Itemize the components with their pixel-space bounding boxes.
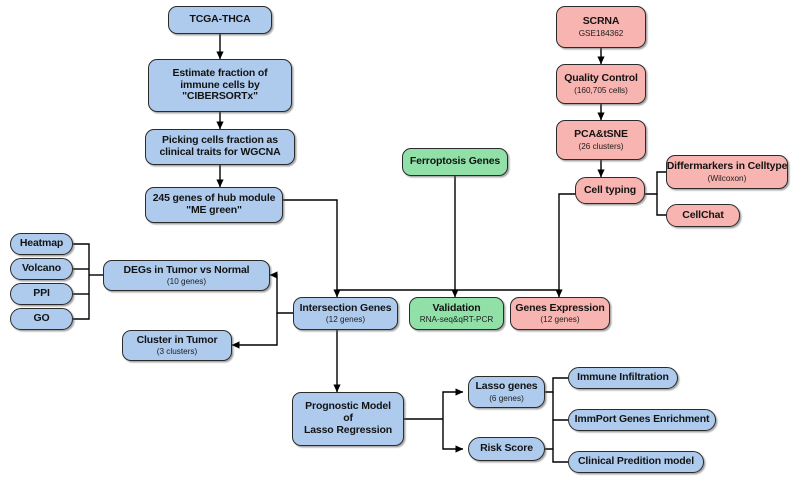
node-immport-genes-enrichment[interactable]: ImmPort Genes Enrichment: [568, 409, 716, 431]
node-go[interactable]: GO: [10, 308, 73, 330]
node-cellchat[interactable]: CellChat: [666, 204, 740, 227]
edge-celltyping-to-differmarkers: [645, 171, 666, 195]
node-label: Ferroptosis Genes: [409, 155, 501, 168]
node-label: Cell typing: [583, 183, 637, 196]
node-quality-control[interactable]: Quality Control (160,705 cells): [556, 64, 646, 104]
node-risk-score[interactable]: Risk Score: [468, 437, 545, 461]
node-label: TCGA-THCA: [189, 13, 251, 26]
node-label: Lasso genes: [475, 380, 538, 393]
edge-intersection-to-cluster: [231, 313, 278, 349]
edge-intersection-to-degs: [269, 271, 293, 314]
node-sublabel: (12 genes): [540, 315, 580, 325]
edge-celltyping-to-cellchat: [656, 194, 666, 216]
edge-riskscore-to-clinical: [552, 449, 568, 463]
node-label: 245 genes of hub module "ME green": [152, 192, 276, 216]
node-heatmap[interactable]: Heatmap: [10, 233, 73, 255]
node-sublabel: (160,705 cells): [574, 85, 628, 95]
node-label: Differmarkers in Celltype: [666, 160, 788, 173]
node-estimate-fraction[interactable]: Estimate fraction of immune cells by "CI…: [148, 59, 292, 112]
node-label: PCA&tSNE: [574, 128, 628, 141]
node-sublabel: (3 clusters): [156, 347, 198, 357]
node-picking-cells[interactable]: Picking cells fraction as clinical trait…: [145, 129, 295, 165]
edge-lasso-to-immport: [552, 392, 568, 421]
node-sublabel: (10 genes): [166, 277, 207, 287]
node-label: ImmPort Genes Enrichment: [574, 413, 710, 426]
edge-riskscore-to-immport: [545, 420, 554, 450]
node-label: Volcano: [21, 262, 61, 275]
edge-celltyping-to-genesexpr: [555, 193, 601, 298]
node-label: Immune Infiltration: [577, 371, 669, 384]
node-label: Intersection Genes: [299, 301, 392, 314]
node-label: CellChat: [682, 208, 724, 221]
edge-prognostic-to-riskscore: [442, 419, 464, 453]
node-sublabel: (12 genes): [325, 315, 366, 325]
node-clinical-predition-model[interactable]: Clinical Predition model: [568, 451, 704, 473]
node-differmarkers[interactable]: Differmarkers in Celltype (Wilcoxon): [666, 155, 788, 189]
node-label: Prognostic Model of Lasso Regression: [303, 400, 393, 436]
node-sublabel: (Wilcoxon): [707, 173, 747, 183]
node-label: Heatmap: [19, 237, 64, 250]
node-sublabel: GSE184362: [578, 28, 624, 38]
node-label: Genes Expression: [515, 301, 605, 314]
node-pca-tsne[interactable]: PCA&tSNE (26 clusters): [556, 120, 646, 160]
node-cluster-in-tumor[interactable]: Cluster in Tumor (3 clusters): [122, 330, 232, 361]
node-sublabel: RNA-seq&qRT-PCR: [419, 315, 494, 325]
node-sublabel: (26 clusters): [578, 141, 624, 151]
node-genes-expression[interactable]: Genes Expression (12 genes): [510, 297, 610, 330]
node-lasso-genes[interactable]: Lasso genes (6 genes): [468, 376, 545, 408]
node-label: GO: [33, 312, 50, 325]
node-intersection-genes[interactable]: Intersection Genes (12 genes): [293, 297, 398, 330]
node-cell-typing[interactable]: Cell typing: [575, 177, 645, 204]
node-volcano[interactable]: Volcano: [10, 258, 73, 280]
node-ppi[interactable]: PPI: [10, 283, 73, 305]
node-label: Validation: [432, 301, 481, 314]
edge-lasso-to-immune: [545, 377, 568, 393]
node-prognostic-model[interactable]: Prognostic Model of Lasso Regression: [292, 392, 404, 446]
node-ferroptosis-genes[interactable]: Ferroptosis Genes: [402, 148, 508, 176]
edge-prognostic-to-lasso: [442, 388, 464, 419]
node-label: Quality Control: [564, 72, 638, 85]
node-immune-infiltration[interactable]: Immune Infiltration: [568, 367, 678, 389]
node-label: Clinical Predition model: [577, 455, 694, 468]
node-sublabel: (6 genes): [489, 393, 524, 403]
node-hub-module[interactable]: 245 genes of hub module "ME green": [145, 187, 283, 223]
node-scrna[interactable]: SCRNA GSE184362: [556, 6, 646, 48]
node-label: SCRNA: [582, 15, 620, 28]
node-label: Risk Score: [480, 442, 533, 455]
node-degs[interactable]: DEGs in Tumor vs Normal (10 genes): [103, 260, 270, 291]
node-validation[interactable]: Validation RNA-seq&qRT-PCR: [409, 297, 504, 330]
node-label: Cluster in Tumor: [136, 333, 218, 346]
node-label: Picking cells fraction as clinical trait…: [159, 134, 281, 158]
node-label: Estimate fraction of immune cells by "CI…: [172, 66, 268, 103]
node-label: PPI: [33, 287, 50, 300]
node-tcga-thca[interactable]: TCGA-THCA: [168, 6, 272, 34]
edge-hub-to-bus: [283, 199, 338, 290]
edge-left-analyses-bus: [73, 243, 90, 320]
node-label: DEGs in Tumor vs Normal: [123, 263, 250, 276]
